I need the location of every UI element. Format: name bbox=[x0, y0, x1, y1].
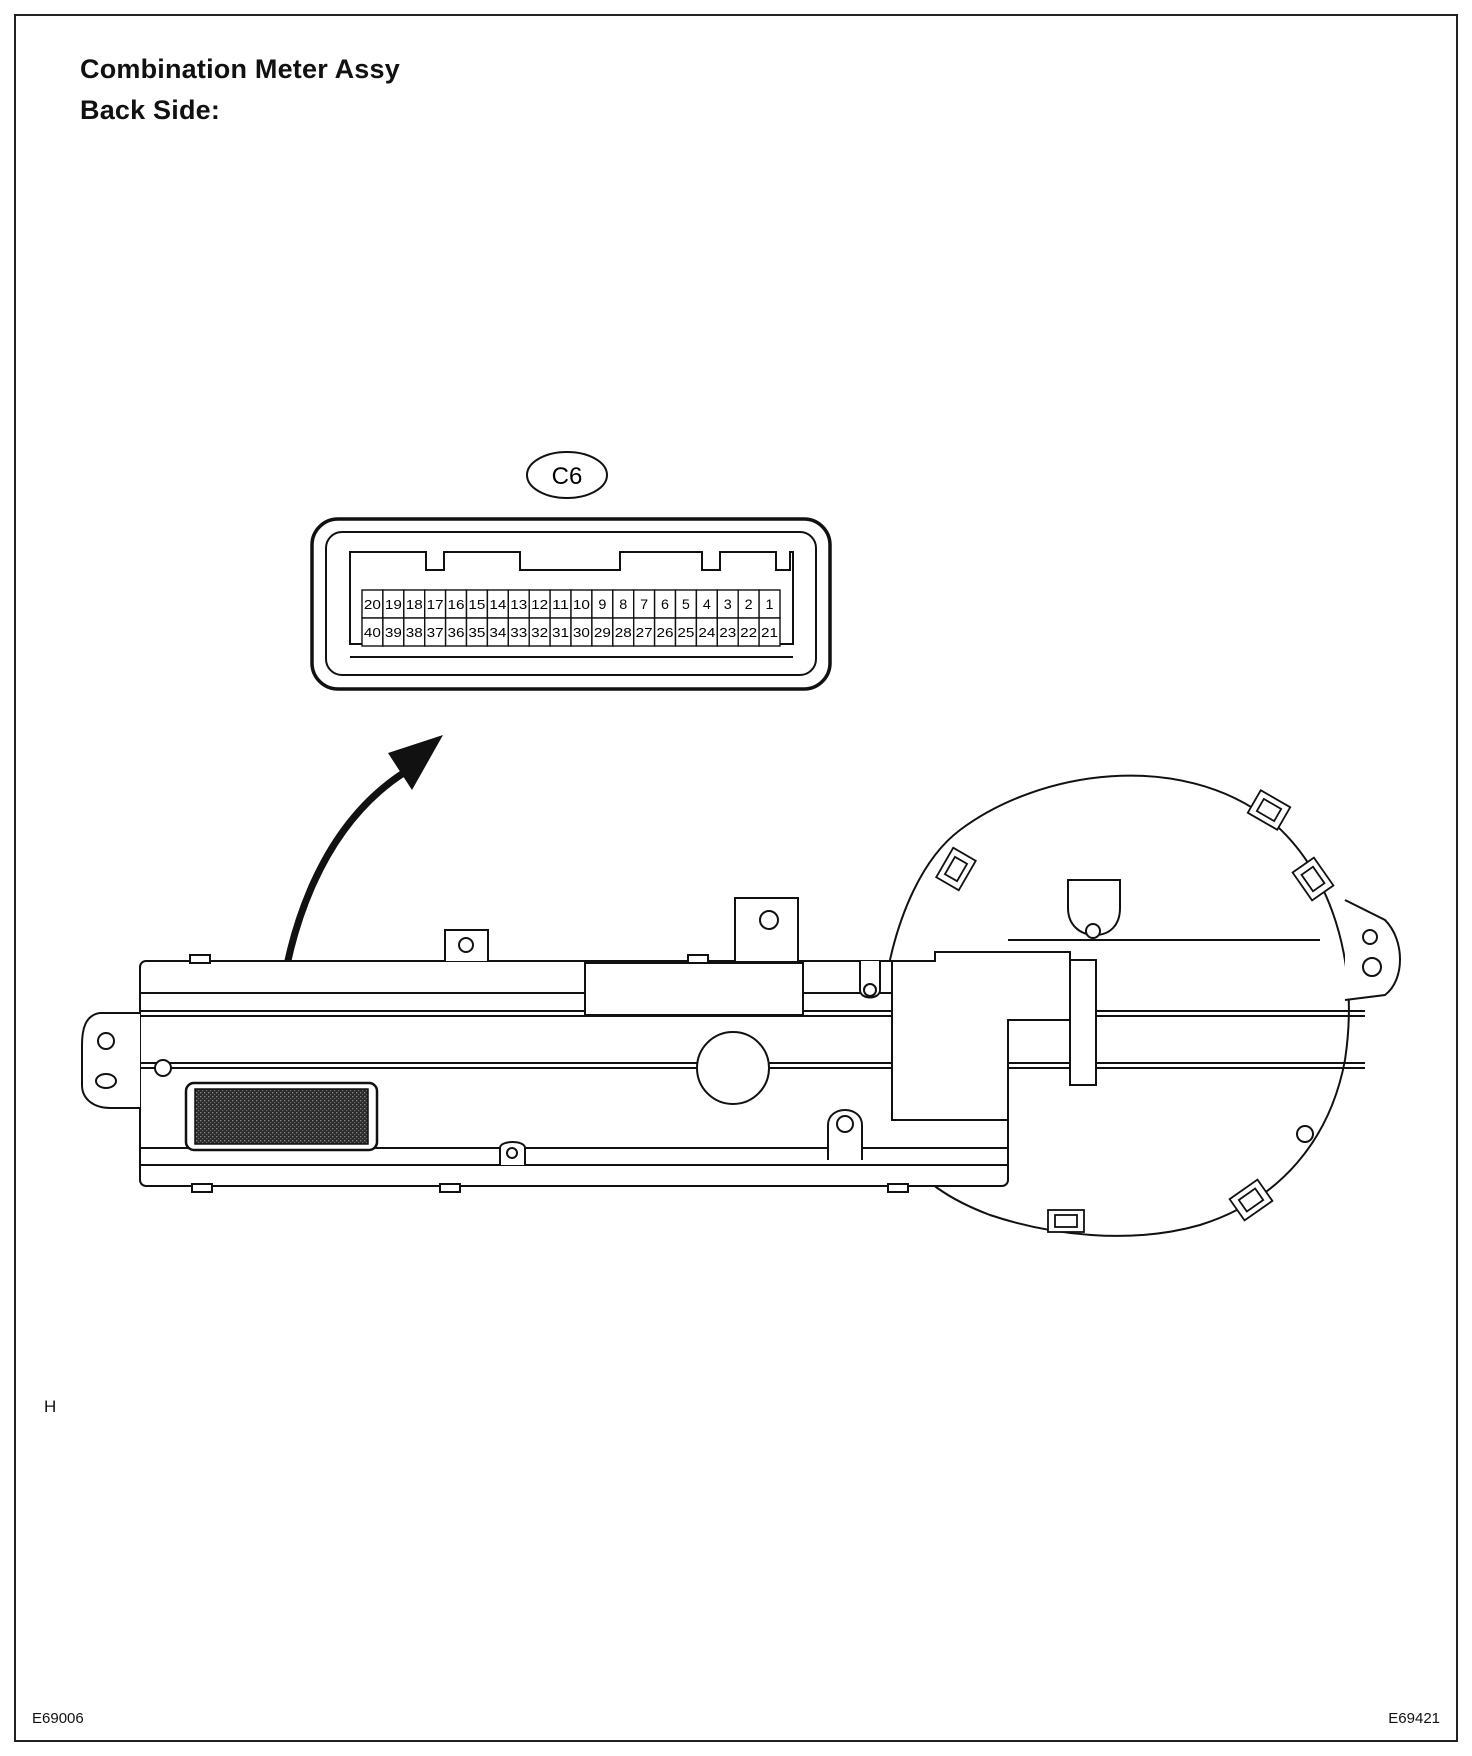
pin-number: 40 bbox=[364, 625, 381, 640]
pin-number: 34 bbox=[489, 625, 506, 640]
pin-number: 16 bbox=[448, 597, 465, 612]
connector-housing bbox=[310, 517, 832, 691]
pin-number: 14 bbox=[489, 597, 506, 612]
pin-number: 19 bbox=[385, 597, 402, 612]
meter-body bbox=[81, 774, 1401, 1237]
pin-number: 7 bbox=[640, 596, 648, 612]
pin-number: 26 bbox=[657, 625, 674, 640]
pin-number: 6 bbox=[661, 596, 669, 612]
figure-title: Combination Meter Assy bbox=[80, 54, 400, 84]
figure-subtitle: Back Side: bbox=[80, 95, 221, 125]
pin-number: 36 bbox=[448, 625, 465, 640]
connector-label-text: C6 bbox=[552, 463, 583, 490]
pin-number: 1 bbox=[766, 596, 774, 612]
pin-number: 32 bbox=[531, 625, 548, 640]
pin-number: 18 bbox=[406, 597, 423, 612]
pin-number: 13 bbox=[510, 597, 527, 612]
pin-number: 15 bbox=[468, 597, 485, 612]
pin-number: 24 bbox=[698, 625, 715, 640]
pin-number: 31 bbox=[552, 625, 569, 640]
pin-number: 5 bbox=[682, 596, 690, 612]
pin-number: 3 bbox=[724, 596, 732, 612]
pin-cell bbox=[758, 617, 781, 647]
pin-number: 37 bbox=[427, 625, 444, 640]
pin-number: 9 bbox=[598, 596, 606, 612]
figure-code-right: E69421 bbox=[1388, 1710, 1440, 1727]
pin-number: 2 bbox=[745, 596, 753, 612]
pin-number: 35 bbox=[468, 625, 485, 640]
connector-label: C6 bbox=[526, 451, 608, 499]
pin-number: 10 bbox=[573, 597, 590, 612]
pin-number: 11 bbox=[552, 597, 569, 612]
figure-frame bbox=[14, 14, 1458, 1742]
pin-number: 39 bbox=[385, 625, 402, 640]
pin-number: 38 bbox=[406, 625, 423, 640]
pin-number: 4 bbox=[703, 596, 711, 612]
pin-number: 21 bbox=[761, 625, 778, 640]
pin-number: 23 bbox=[719, 625, 736, 640]
pin-number: 12 bbox=[531, 597, 548, 612]
pin-number: 25 bbox=[677, 625, 694, 640]
pin-number: 22 bbox=[740, 625, 757, 640]
pin-number: 30 bbox=[573, 625, 590, 640]
pin-number: 17 bbox=[427, 597, 444, 612]
pin-number: 8 bbox=[619, 596, 627, 612]
pin-number: 29 bbox=[594, 625, 611, 640]
pin-number: 27 bbox=[636, 625, 653, 640]
pin-number: 33 bbox=[510, 625, 527, 640]
side-letter: H bbox=[44, 1397, 57, 1416]
pin-number: 20 bbox=[364, 597, 381, 612]
pin-number: 28 bbox=[615, 625, 632, 640]
figure-code-left: E69006 bbox=[32, 1710, 84, 1727]
